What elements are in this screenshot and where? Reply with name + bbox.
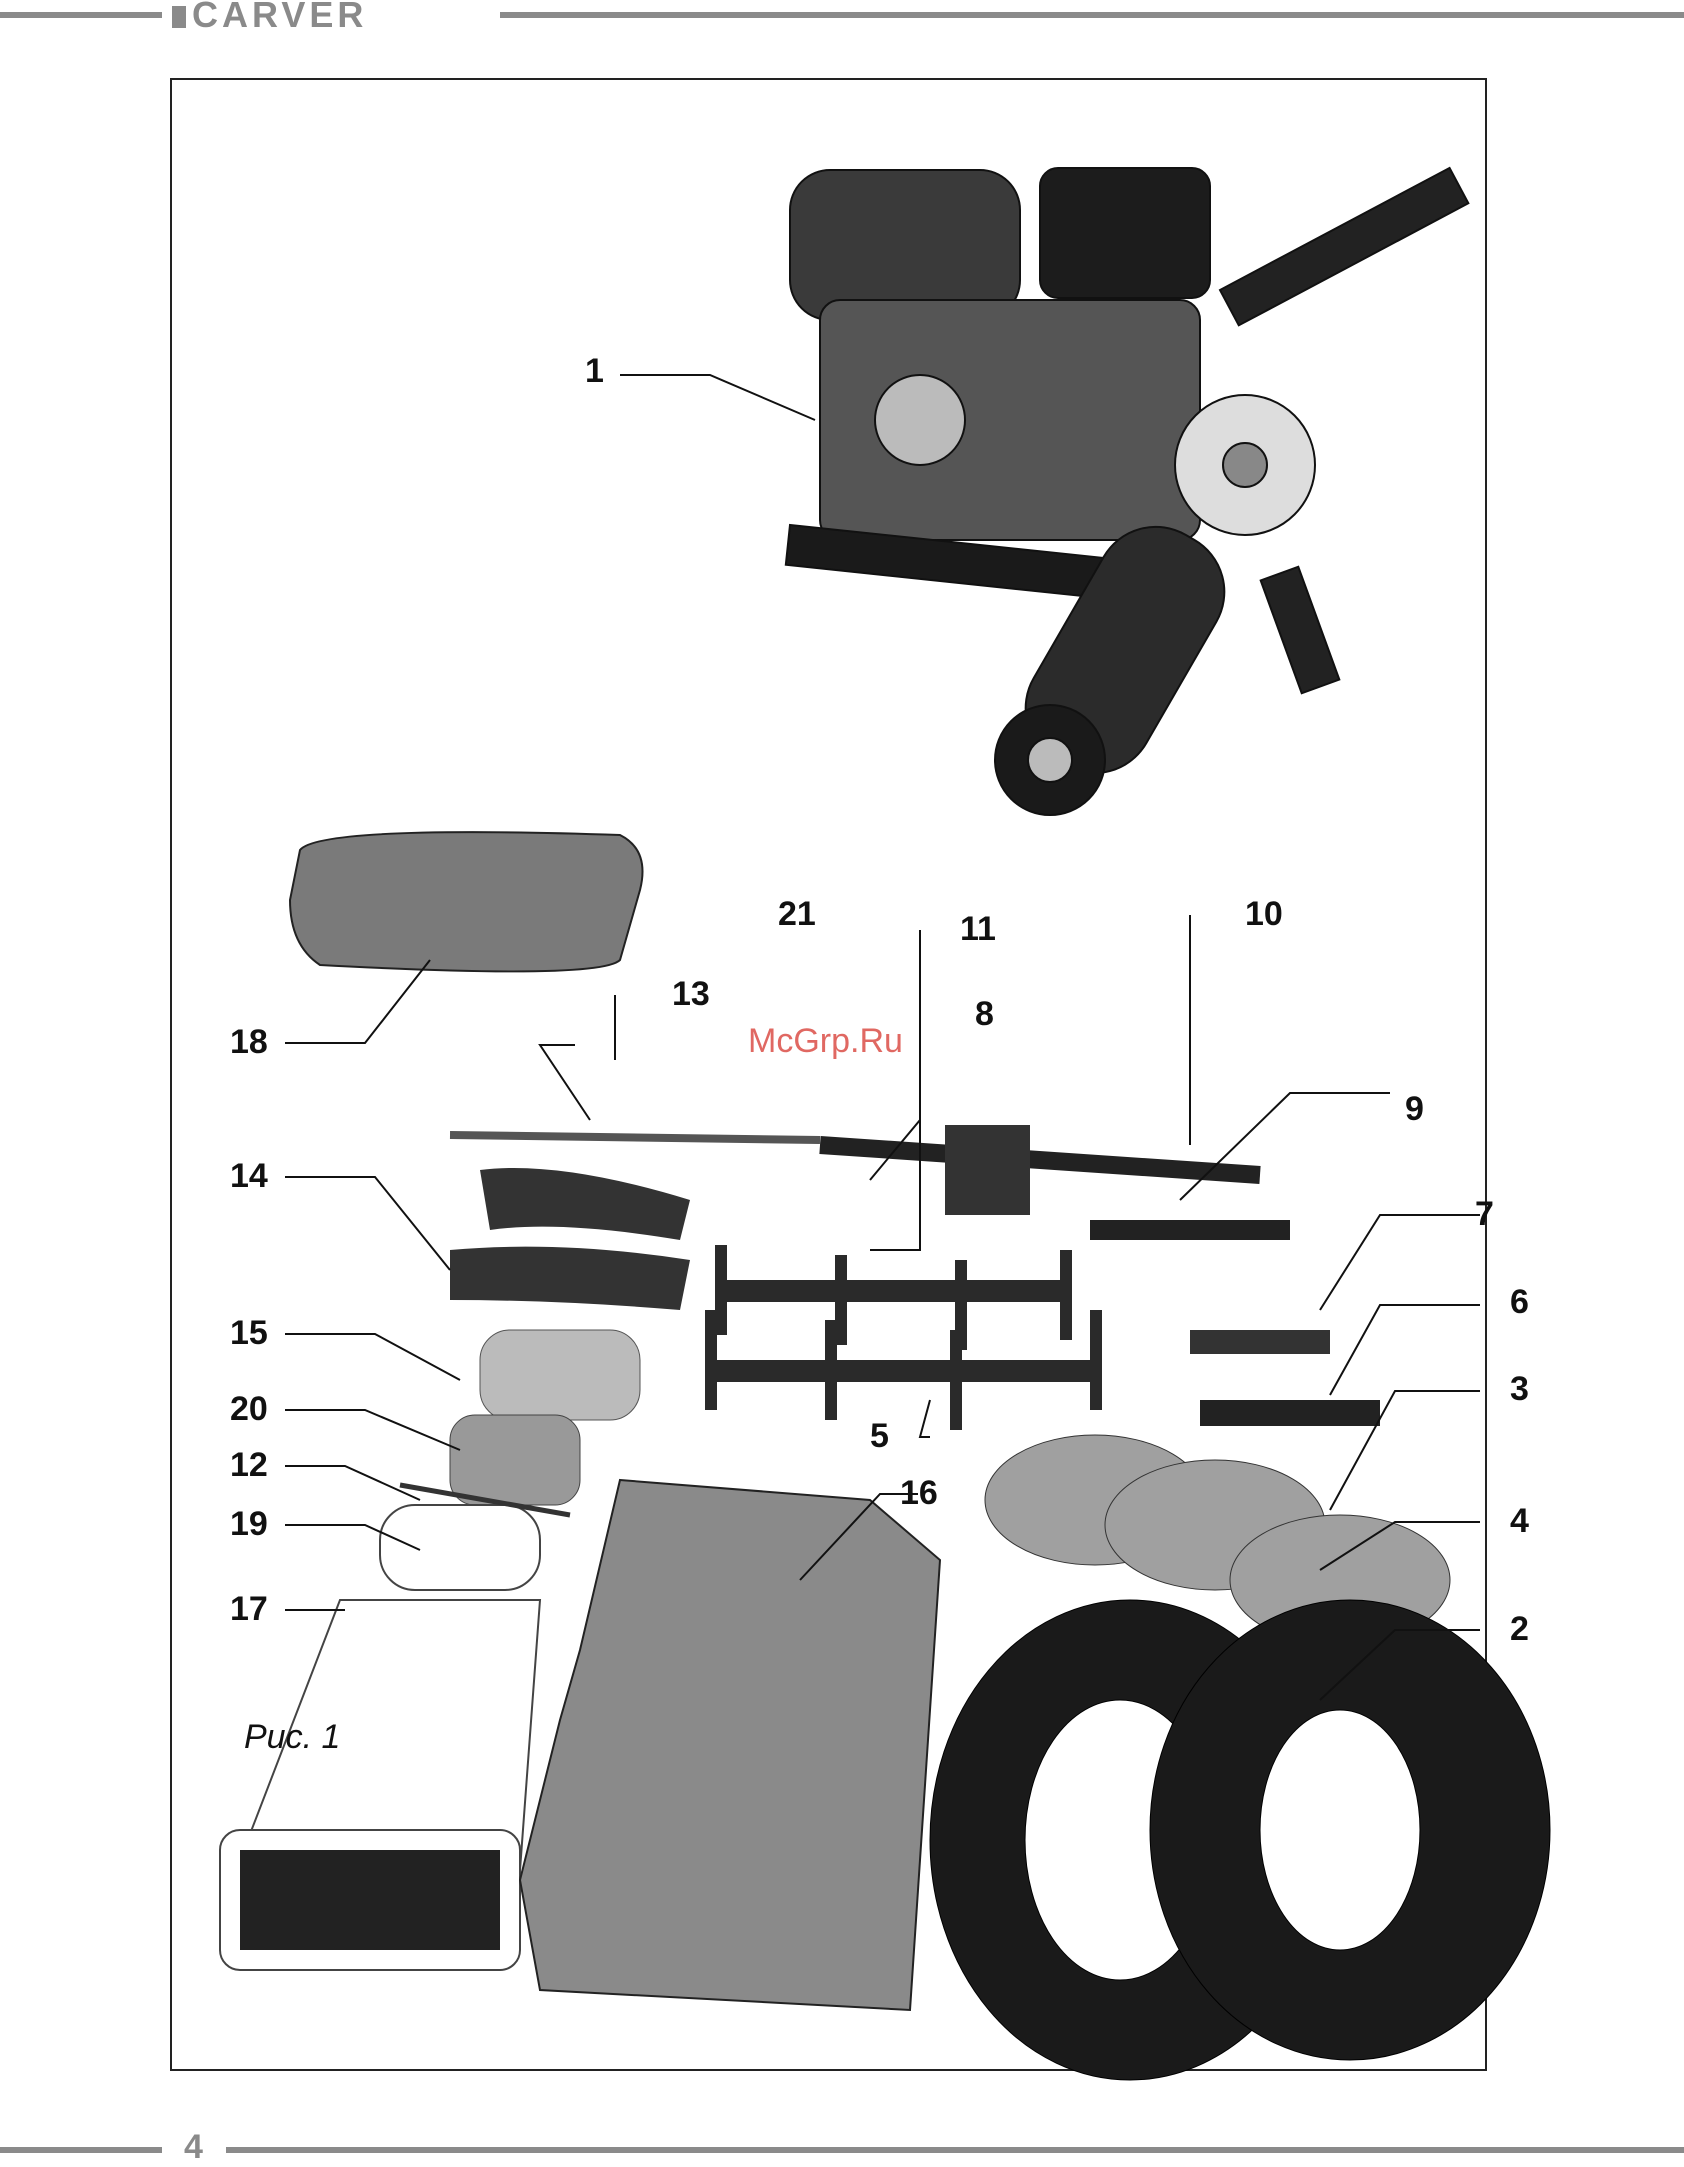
footer-rule-left — [0, 2147, 162, 2153]
callout-5: 5 — [870, 1417, 889, 1456]
callout-17: 17 — [230, 1590, 268, 1629]
nut-bag-illustration — [450, 1415, 580, 1505]
callout-6: 6 — [1510, 1283, 1529, 1322]
callout-18: 18 — [230, 1023, 268, 1062]
fender-illustration — [520, 1480, 940, 2010]
engine-assembly-illustration — [786, 168, 1469, 815]
belt-cover-illustration — [290, 832, 643, 971]
page-number: 4 — [184, 2128, 203, 2167]
bracket-illustration — [1090, 1220, 1290, 1240]
callout-15: 15 — [230, 1314, 268, 1353]
callout-2: 2 — [1510, 1610, 1529, 1649]
shift-rod-illustration — [450, 1135, 820, 1140]
figure-caption: Рис. 1 — [244, 1718, 340, 1757]
bolt-bag-illustration — [480, 1330, 640, 1420]
callout-14: 14 — [230, 1157, 268, 1196]
pin-set-illustration — [380, 1505, 540, 1590]
cutter-shaft-illustration — [705, 1245, 1102, 1430]
callout-9: 9 — [1405, 1090, 1424, 1129]
callout-20: 20 — [230, 1390, 268, 1429]
callout-4: 4 — [1510, 1502, 1529, 1541]
callout-11: 11 — [960, 910, 996, 949]
watermark: McGrp.Ru — [748, 1022, 903, 1061]
wheel-hub-extension-illustration — [1200, 1400, 1380, 1426]
callout-8: 8 — [975, 995, 994, 1034]
tine-set-illustration — [450, 1168, 690, 1310]
callout-19: 19 — [230, 1505, 268, 1544]
callout-10: 10 — [1245, 895, 1283, 934]
wheel-set-illustration — [930, 1600, 1550, 2080]
callout-13: 13 — [672, 975, 710, 1014]
callout-3: 3 — [1510, 1370, 1529, 1409]
callout-7: 7 — [1475, 1195, 1494, 1234]
footer-rule-right — [226, 2147, 1684, 2153]
callout-21: 21 — [778, 895, 816, 934]
callout-1: 1 — [585, 352, 604, 391]
callout-16: 16 — [900, 1474, 938, 1513]
coupling-illustration — [1190, 1330, 1330, 1354]
callout-12: 12 — [230, 1446, 268, 1485]
